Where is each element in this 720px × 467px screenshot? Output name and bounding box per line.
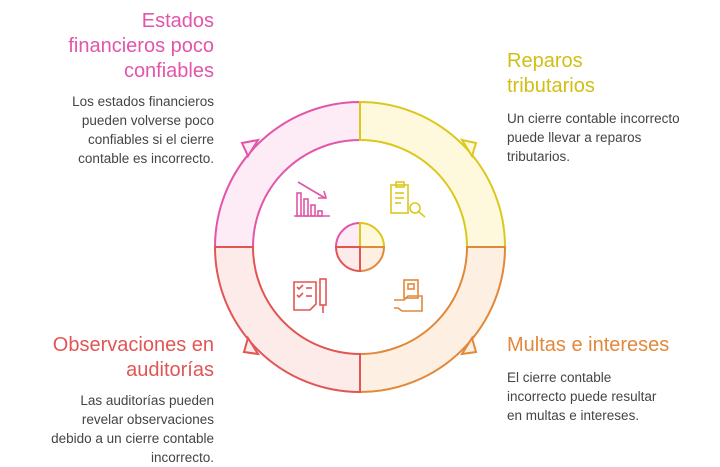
section-desc-observaciones: Las auditorías pueden revelar observacio… (51, 393, 214, 465)
arrow-notch-icon (460, 335, 478, 356)
segment-pink (213, 100, 361, 248)
center-pink (334, 221, 361, 248)
arrow-notch-icon (240, 138, 261, 159)
hand-money-icon (394, 279, 423, 312)
section-title-multas: Multas e intereses (507, 334, 670, 356)
segment-red (213, 246, 361, 394)
segment-yellow (359, 100, 507, 248)
clipboard-search-icon (390, 181, 426, 218)
arrow-notch-icon (459, 138, 478, 159)
center-red (334, 246, 361, 273)
arrow-notch-icon (242, 335, 260, 356)
section-desc-estados: Los estados financieros pueden volverse … (72, 94, 214, 166)
section-title-reparos: Reparos tributarios (507, 50, 595, 97)
section-title-estados: Estados financieros poco confiables (68, 10, 214, 82)
declining-bar-chart-icon (294, 181, 330, 217)
checklist-pen-icon (293, 278, 327, 313)
section-desc-multas: El cierre contable incorrecto puede resu… (507, 370, 657, 423)
center-yellow (359, 221, 386, 248)
section-desc-reparos: Un cierre contable incorrecto puede llev… (507, 111, 680, 164)
section-title-observaciones: Observaciones en auditorías (52, 334, 214, 381)
center-orange (359, 246, 386, 273)
segment-orange (359, 246, 507, 394)
